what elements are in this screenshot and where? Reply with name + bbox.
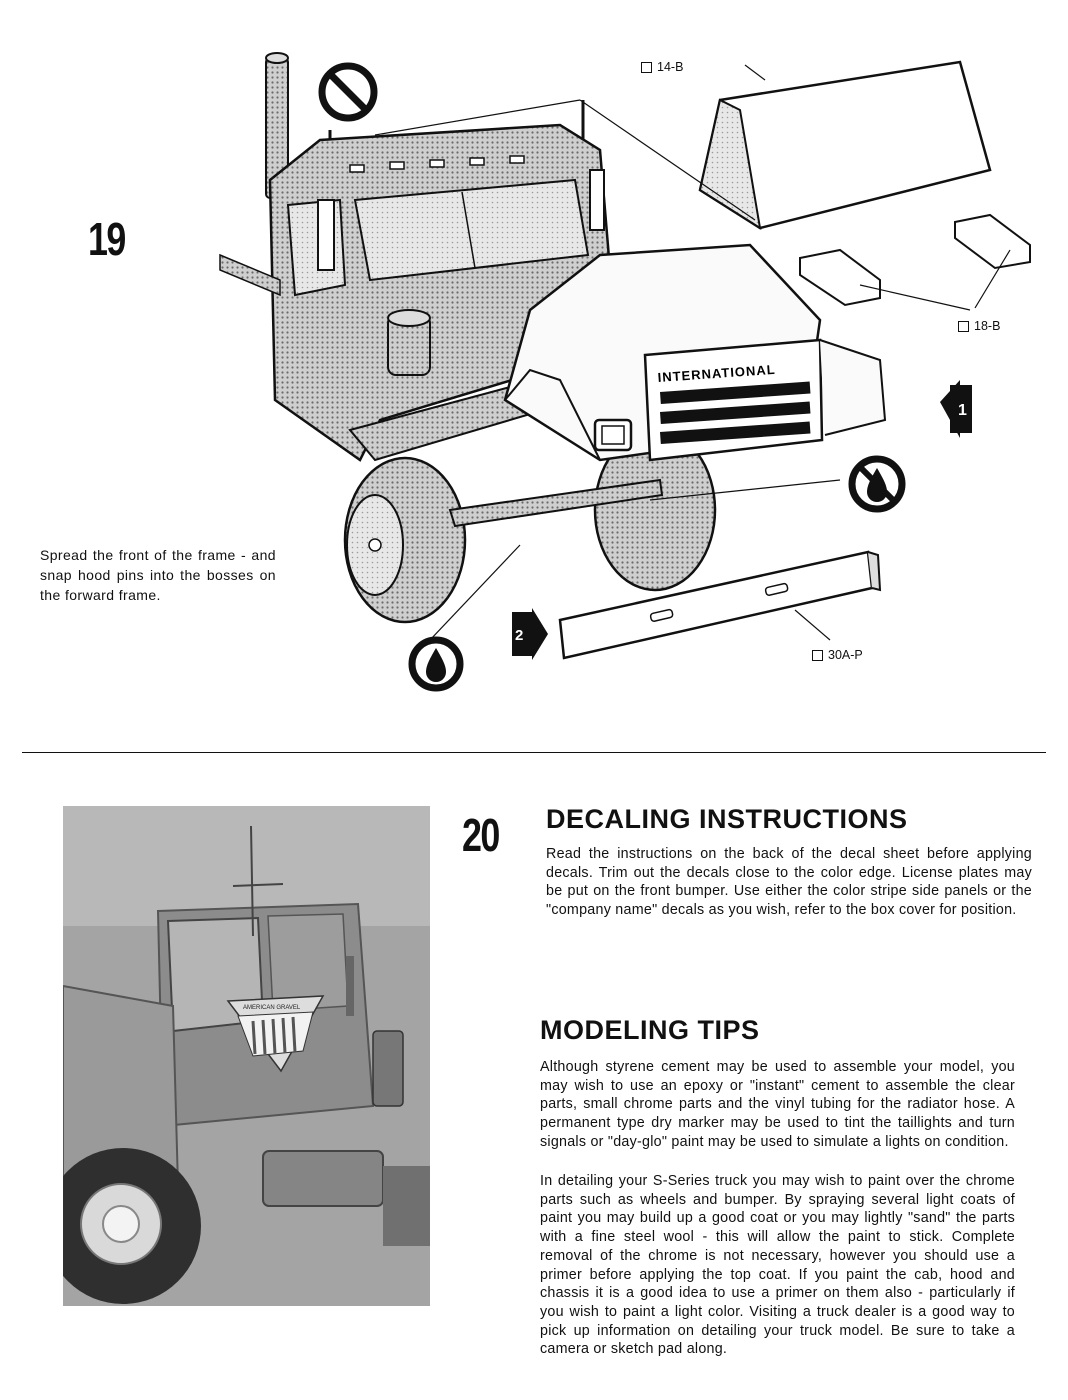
modeling-tips-title: MODELING TIPS [540,1015,760,1045]
truck-model-photo: AMERICAN GRAVEL [63,806,430,1306]
svg-text:1: 1 [958,402,967,419]
svg-text:2: 2 [515,627,523,644]
arrow-1-icon: 1 [940,380,972,438]
bumper-part [558,550,882,660]
checkbox-icon [958,320,969,332]
decaling-title: DECALING INSTRUCTIONS [546,804,908,834]
cement-drop-icon [408,636,464,692]
sun-visor-part [698,60,992,231]
no-cement-icon [318,62,378,122]
part-label-18b: 18-B [958,319,1000,333]
step-20-number: 20 [462,809,500,861]
step-19-caption: Spread the front of the frame - and snap… [40,547,276,603]
part-label-14b: 14-B [641,60,683,74]
hood: INTERNATIONAL [503,243,887,462]
american-gravel-logo: AMERICAN GRAVEL [226,995,325,1073]
step-19-number: 19 [88,213,126,265]
part-label-30ap: 30A-P [812,648,863,662]
no-glue-drop-icon [848,455,906,513]
modeling-tips-text-2: In detailing your S-Series truck you may… [540,1173,1015,1358]
modeling-tips-text: Although styrene cement may be used to a… [540,1059,1015,1150]
decaling-text: Read the instructions on the back of the… [546,846,1032,919]
arrow-2-icon: 2 [512,608,548,660]
front-wheel [343,456,467,624]
checkbox-icon [812,649,823,661]
cab [268,123,612,462]
svg-text:AMERICAN GRAVEL: AMERICAN GRAVEL [243,1005,301,1011]
section-divider [22,752,1046,753]
checkbox-icon [641,61,652,73]
air-cleaner [387,309,431,376]
truck-assembly-illustration: INTERNATIONAL [219,52,1031,692]
visor-mount-parts [799,213,1031,307]
